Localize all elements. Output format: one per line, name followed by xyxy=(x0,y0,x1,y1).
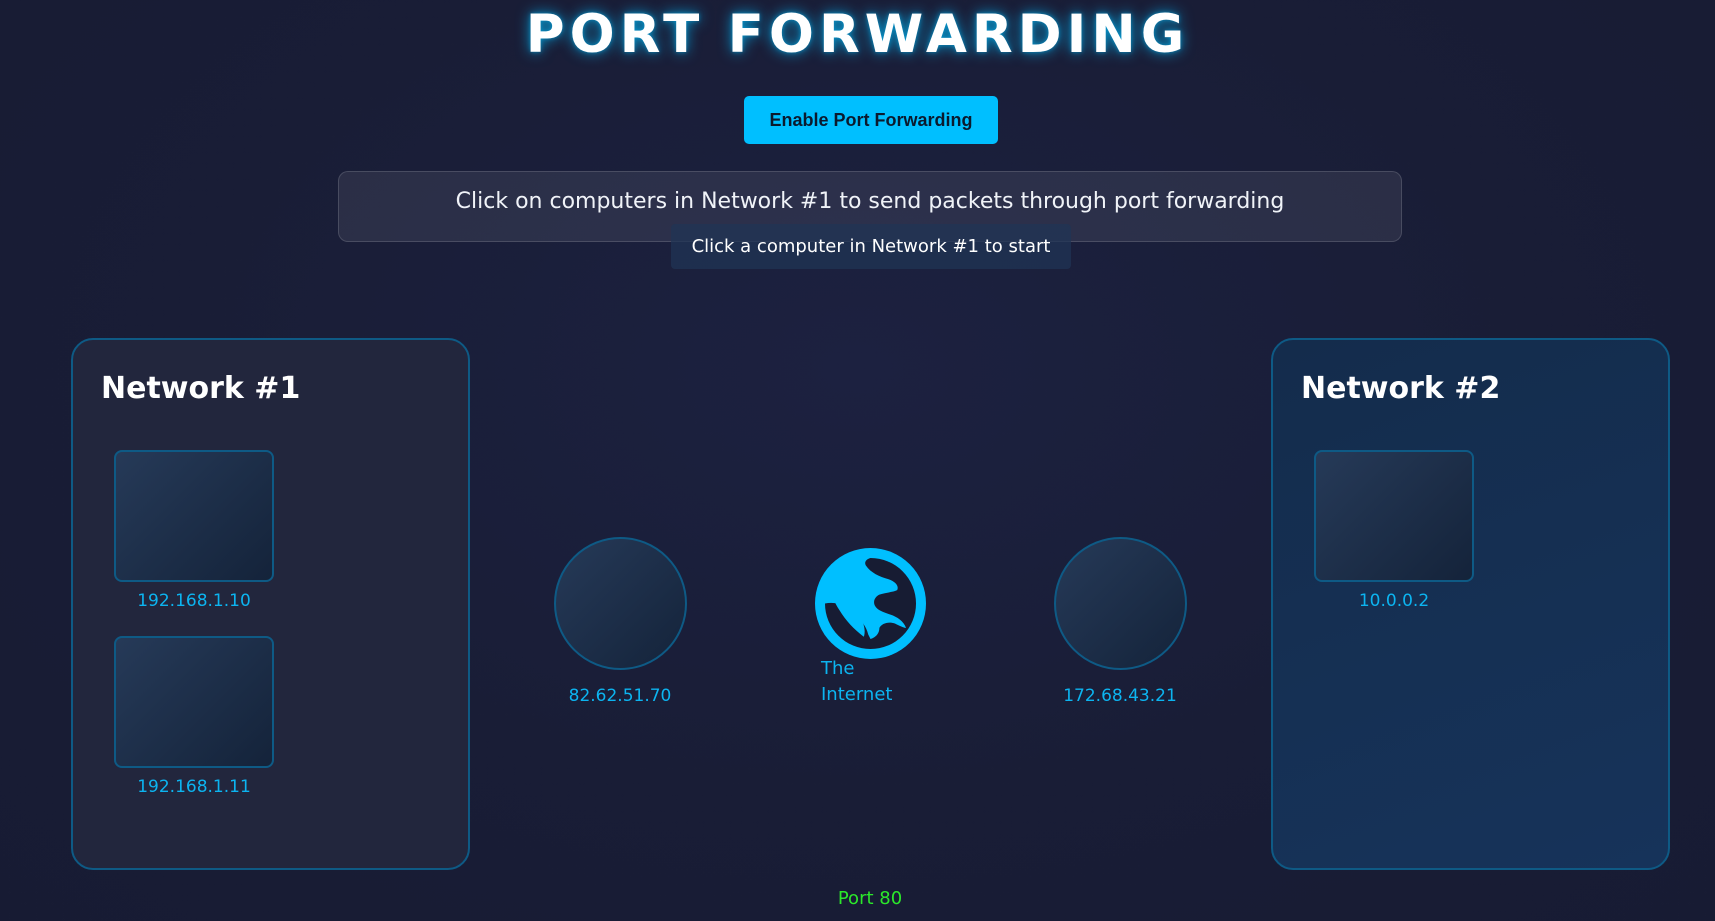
computer-10-0-0-2[interactable] xyxy=(1314,450,1474,582)
internet-label-line2: Internet xyxy=(821,684,893,705)
instruction-text: Click on computers in Network #1 to send… xyxy=(455,189,1285,214)
status-message: Click a computer in Network #1 to start xyxy=(671,224,1071,269)
router-left-ip-label: 82.62.51.70 xyxy=(568,686,672,706)
computer-192-168-1-11[interactable] xyxy=(114,636,274,768)
enable-port-forwarding-button[interactable]: Enable Port Forwarding xyxy=(744,96,998,144)
port-label: Port 80 xyxy=(837,888,903,909)
router-right-ip-label: 172.68.43.21 xyxy=(1063,686,1177,706)
computer-ip-label: 10.0.0.2 xyxy=(1358,591,1430,611)
network-2-title: Network #2 xyxy=(1301,371,1501,406)
internet-label: The Internet xyxy=(821,656,911,708)
globe-icon xyxy=(815,548,926,659)
router-left xyxy=(554,537,687,670)
computer-ip-label: 192.168.1.10 xyxy=(137,591,251,611)
router-right xyxy=(1054,537,1187,670)
network-2-panel: Network #2 10.0.0.2 xyxy=(1271,338,1670,870)
network-1-panel: Network #1 192.168.1.10 192.168.1.11 xyxy=(71,338,470,870)
computer-192-168-1-10[interactable] xyxy=(114,450,274,582)
internet-label-line1: The xyxy=(821,658,855,679)
network-1-title: Network #1 xyxy=(101,371,301,406)
computer-ip-label: 192.168.1.11 xyxy=(137,777,251,797)
page-title: PORT FORWARDING xyxy=(525,4,1190,65)
